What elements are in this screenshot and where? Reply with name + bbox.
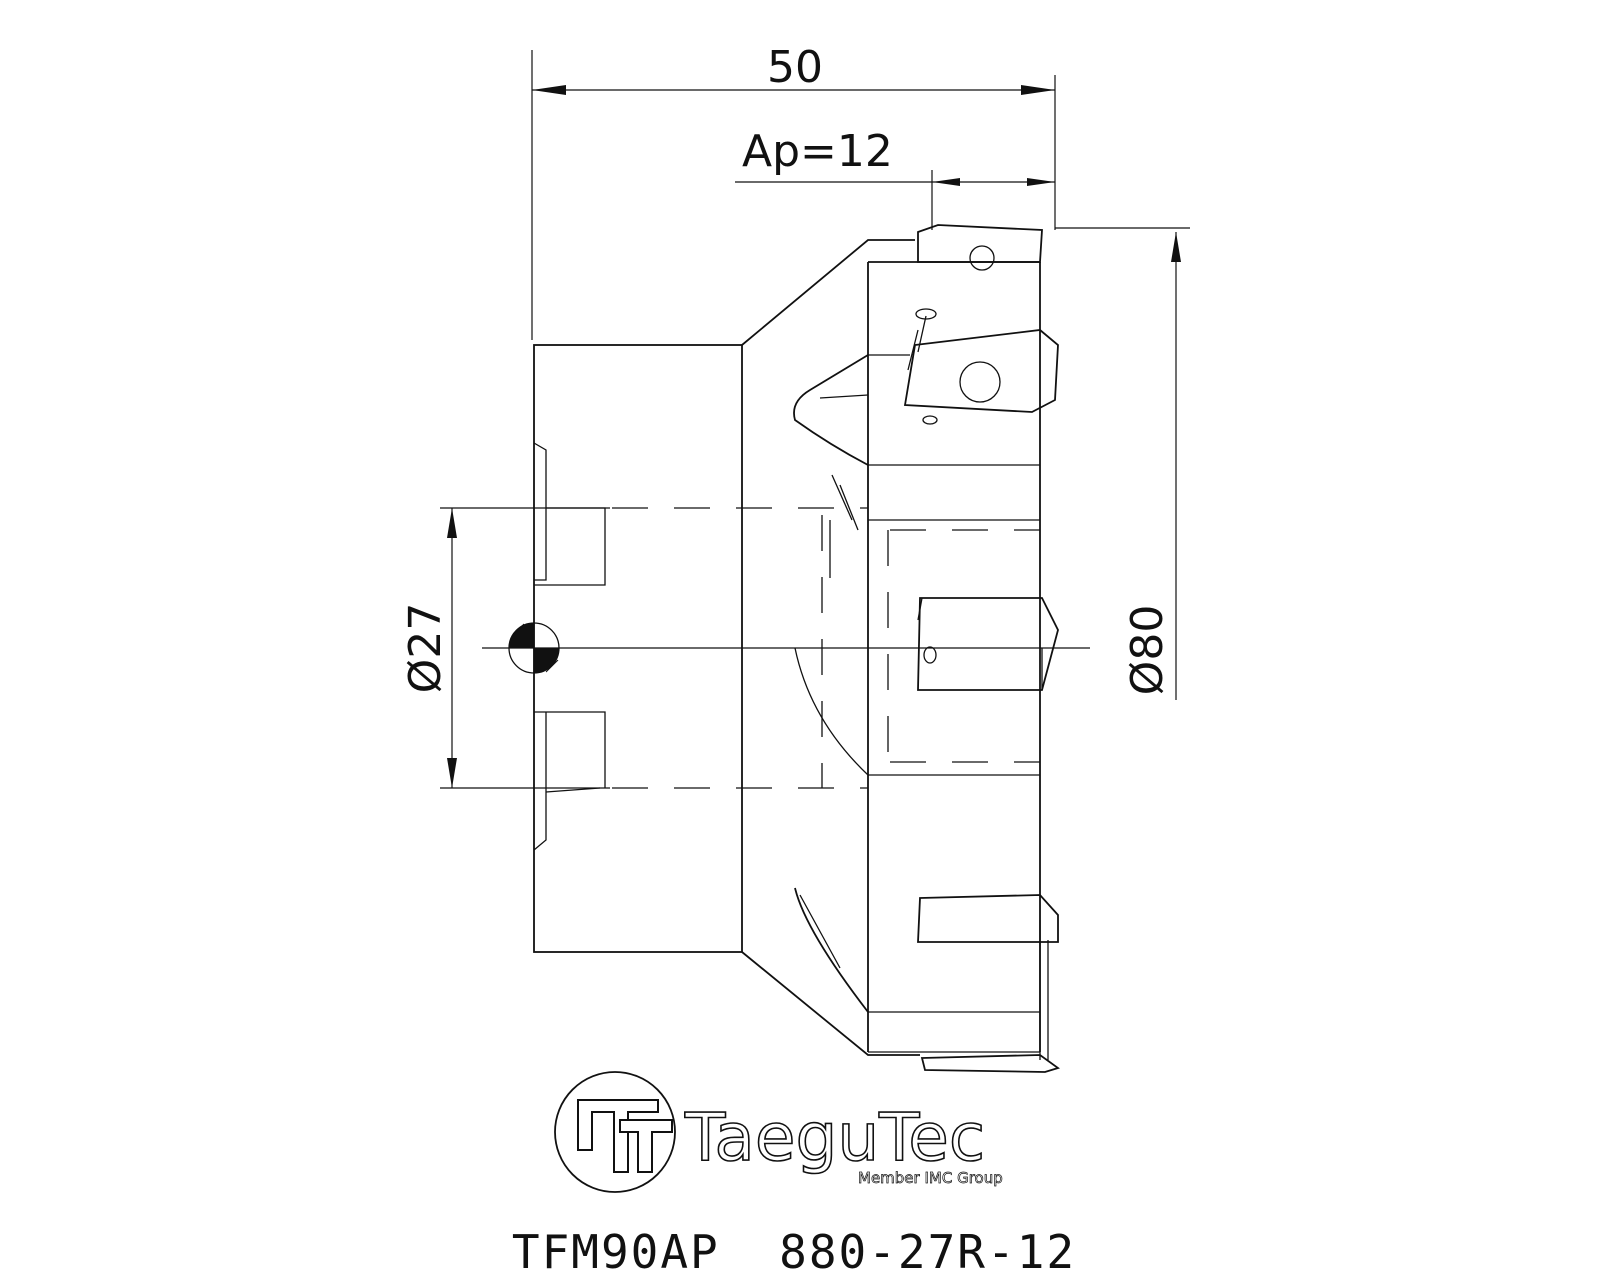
logo-brand: TaeguTec	[684, 1099, 985, 1176]
center-line	[482, 622, 1090, 674]
taegutec-logo: TaeguTec Member IMC Group	[554, 1071, 1003, 1193]
logo-tagline: Member IMC Group	[858, 1169, 1003, 1187]
dim-bore-diameter: Ø27	[400, 507, 610, 789]
dim-cutter-diameter: Ø80	[1055, 227, 1190, 700]
cutter-body	[533, 224, 1060, 1073]
dim-cutter-diameter-label: Ø80	[1122, 605, 1173, 696]
dim-length-label: 50	[767, 42, 823, 93]
dim-bore-diameter-label: Ø27	[400, 603, 451, 694]
part-number: TFM90AP 880-27R-12	[512, 1225, 1076, 1279]
dim-length: 50	[531, 42, 1056, 340]
dim-ap-label: Ap=12	[742, 126, 893, 177]
dim-ap: Ap=12	[735, 126, 1055, 230]
